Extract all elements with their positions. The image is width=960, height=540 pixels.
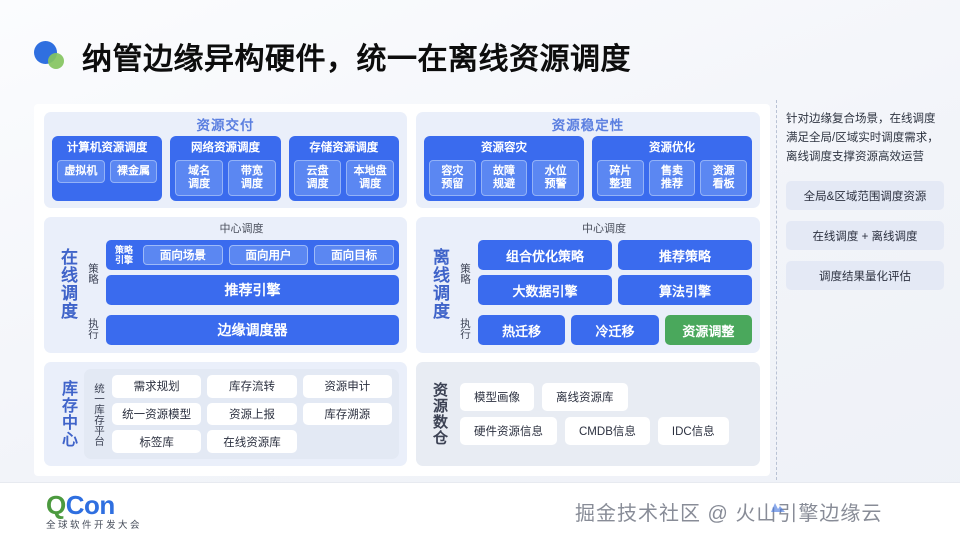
box-demand-planning[interactable]: 需求规划 — [112, 375, 202, 398]
label-execution-offline: 执行 — [459, 318, 471, 339]
box-tag-library[interactable]: 标签库 — [112, 430, 202, 454]
label-online-scheduling: 在线调度 — [58, 248, 77, 320]
card-title: 存储资源调度 — [309, 142, 379, 154]
policy-engine-strip[interactable]: 策略 引擎 面向场景 面向用户 面向目标 — [106, 240, 399, 270]
box-placeholder — [303, 430, 392, 453]
row-scheduling-layer: 在线调度 中心调度 策略 执行 策略 引擎 面向场景 面向用户 — [44, 217, 760, 353]
label-unified-inventory-platform: 统一库存平台 — [93, 382, 105, 446]
box-inventory-tracing[interactable]: 库存溯源 — [302, 402, 392, 426]
row-data-layer: 库存中心 统一库存平台 需求规划 库存流转 资源申计 统一资源模型 资源上报 — [44, 362, 760, 466]
architecture-diagram: 资源交付 计算机资源调度 虚拟机 裸金属 网络资源调度 域名 调度 带宽 调度 — [34, 104, 770, 476]
label-resource-data-warehouse: 资源数仓 — [431, 382, 448, 446]
bar-recommendation-engine[interactable]: 推荐引擎 — [106, 275, 399, 305]
aside-box-online-offline[interactable]: 在线调度 + 离线调度 — [786, 221, 944, 250]
box-hardware-resource-info[interactable]: 硬件资源信息 — [460, 417, 557, 445]
box-resource-reporting[interactable]: 资源上报 — [207, 402, 297, 426]
chip-defragmentation[interactable]: 碎片 整理 — [597, 160, 644, 196]
chip-watermark-alert[interactable]: 水位 预警 — [532, 160, 580, 196]
chip-domain-scheduling[interactable]: 域名 调度 — [175, 160, 223, 196]
bar-algorithm-engine[interactable]: 算法引擎 — [618, 275, 752, 305]
qcon-logo-con: Con — [65, 490, 116, 520]
box-idc-info[interactable]: IDC信息 — [657, 417, 729, 445]
label-strategy-offline: 策略 — [459, 262, 471, 284]
aside-box-quantitative-evaluation[interactable]: 调度结果量化评估 — [786, 261, 944, 290]
bar-edge-scheduler[interactable]: 边缘调度器 — [106, 315, 399, 345]
box-inventory-flow[interactable]: 库存流转 — [207, 375, 297, 398]
aside-description: 针对边缘复合场景，在线调度满足全局/区域实时调度需求，离线调度支撑资源高效运营 — [786, 113, 939, 163]
footer: QCon 全球软件开发大会 掘金技术社区 @ 火山引擎边缘云 — [0, 482, 960, 540]
pill-scenario-oriented[interactable]: 面向场景 — [143, 245, 223, 265]
card-resource-optimization[interactable]: 资源优化 碎片 整理 售卖 推荐 资源 看板 — [592, 136, 752, 201]
box-offline-resource-library[interactable]: 离线资源库 — [542, 383, 628, 411]
chip-baremetal[interactable]: 裸金属 — [109, 160, 158, 183]
label-center-scheduling-offline: 中心调度 — [582, 223, 626, 235]
bar-cold-migration[interactable]: 冷迁移 — [571, 315, 659, 345]
section-title-delivery: 资源交付 — [196, 118, 255, 133]
label-center-scheduling-online: 中心调度 — [219, 223, 264, 235]
section-resource-data-warehouse: 资源数仓 模型画像 离线资源库 硬件资源信息 CMDB信息 IDC信息 — [416, 362, 760, 466]
card-disaster-recovery[interactable]: 资源容灾 容灾 预留 故障 规避 水位 预警 — [424, 136, 584, 201]
chip-resource-dashboard[interactable]: 资源 看板 — [700, 160, 748, 196]
card-title: 网络资源调度 — [190, 142, 260, 154]
section-title-stability: 资源稳定性 — [551, 118, 625, 133]
pill-goal-oriented[interactable]: 面向目标 — [314, 245, 395, 265]
row-resource-layer: 资源交付 计算机资源调度 虚拟机 裸金属 网络资源调度 域名 调度 带宽 调度 — [44, 112, 760, 208]
aside-box-global-regional[interactable]: 全局&区域范围调度资源 — [786, 181, 944, 210]
chip-dr-reserve[interactable]: 容灾 预留 — [429, 160, 476, 196]
bar-bigdata-engine[interactable]: 大数据引擎 — [478, 275, 612, 305]
card-title: 计算机资源调度 — [66, 142, 148, 154]
section-offline-scheduling: 离线调度 中心调度 策略 执行 组合优化策略 推荐策略 — [416, 217, 760, 353]
chip-cloud-disk[interactable]: 云盘 调度 — [293, 160, 342, 196]
page-title-text: 纳管边缘异构硬件，统一在离线资源调度 — [82, 43, 631, 76]
label-strategy-online: 策略 — [87, 262, 99, 284]
chip-sales-recommendation[interactable]: 售卖 推荐 — [648, 160, 696, 196]
aside-commentary: 针对边缘复合场景，在线调度满足全局/区域实时调度需求，离线调度支撑资源高效运营 … — [786, 110, 944, 301]
volcano-mark-icon — [771, 503, 785, 512]
chip-vm[interactable]: 虚拟机 — [57, 160, 105, 183]
section-online-scheduling: 在线调度 中心调度 策略 执行 策略 引擎 面向场景 面向用户 — [44, 217, 407, 353]
page-title: 纳管边缘异构硬件，统一在离线资源调度 — [34, 34, 631, 78]
chip-fault-avoidance[interactable]: 故障 规避 — [480, 160, 528, 196]
inventory-panel: 统一库存平台 需求规划 库存流转 资源申计 统一资源模型 资源上报 库存溯源 — [84, 369, 399, 459]
chip-local-disk[interactable]: 本地盘 调度 — [346, 160, 394, 196]
section-resource-stability: 资源稳定性 资源容灾 容灾 预留 故障 规避 水位 预警 资源优化 碎片 整理 — [416, 112, 760, 208]
box-unified-resource-model[interactable]: 统一资源模型 — [112, 402, 202, 426]
box-cmdb-info[interactable]: CMDB信息 — [565, 417, 650, 445]
card-network-scheduling[interactable]: 网络资源调度 域名 调度 带宽 调度 — [170, 136, 281, 201]
qcon-logo-q: Q — [46, 490, 66, 520]
box-model-profile[interactable]: 模型画像 — [460, 383, 534, 411]
label-execution-online: 执行 — [87, 318, 99, 339]
bar-resource-adjustment[interactable]: 资源调整 — [664, 315, 752, 345]
card-compute-scheduling[interactable]: 计算机资源调度 虚拟机 裸金属 — [52, 136, 163, 201]
card-storage-scheduling[interactable]: 存储资源调度 云盘 调度 本地盘 调度 — [288, 136, 399, 201]
label-policy-engine: 策略 引擎 — [114, 245, 133, 265]
box-online-resource-library[interactable]: 在线资源库 — [207, 430, 297, 454]
bar-combinatorial-optimization-strategy[interactable]: 组合优化策略 — [478, 240, 612, 270]
card-title: 资源优化 — [649, 142, 695, 154]
vertical-divider — [776, 100, 777, 480]
bar-recommendation-strategy[interactable]: 推荐策略 — [618, 240, 752, 270]
qcon-logo-subtitle: 全球软件开发大会 — [46, 520, 143, 531]
label-offline-scheduling: 离线调度 — [430, 248, 449, 320]
chip-bandwidth-scheduling[interactable]: 带宽 调度 — [228, 160, 276, 196]
watermark-text: 掘金技术社区 @ 火山引擎边缘云 — [575, 503, 883, 525]
pill-user-oriented[interactable]: 面向用户 — [228, 245, 309, 265]
box-resource-audit[interactable]: 资源申计 — [302, 375, 392, 398]
qcon-logo: QCon 全球软件开发大会 — [46, 491, 142, 532]
section-resource-delivery: 资源交付 计算机资源调度 虚拟机 裸金属 网络资源调度 域名 调度 带宽 调度 — [44, 112, 407, 208]
bar-hot-migration[interactable]: 热迁移 — [478, 315, 566, 345]
bullet-dot-icon — [34, 39, 68, 73]
card-title: 资源容灾 — [481, 142, 527, 154]
volcengine-logo-icon — [770, 500, 786, 514]
section-inventory-center: 库存中心 统一库存平台 需求规划 库存流转 资源申计 统一资源模型 资源上报 — [44, 362, 407, 466]
label-inventory-center: 库存中心 — [59, 380, 76, 448]
